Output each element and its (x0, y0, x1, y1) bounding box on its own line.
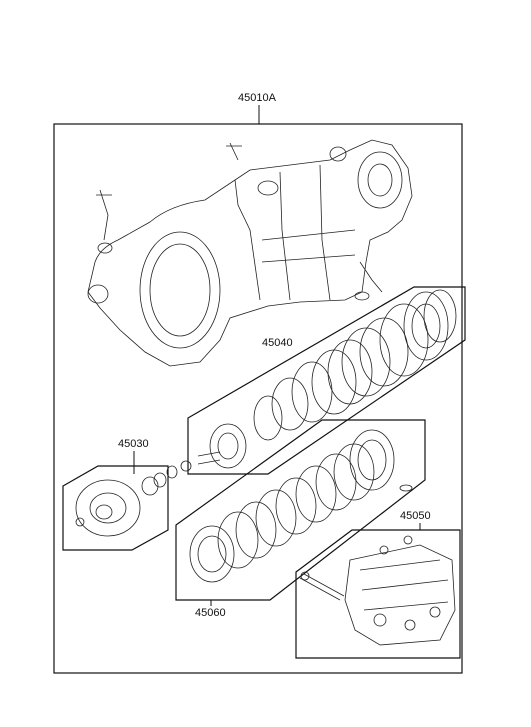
band-assembly-box (175, 419, 426, 601)
valve-body-assembly (299, 535, 456, 646)
assembly-frame (53, 123, 463, 674)
part-label-45050: 45050 (400, 510, 431, 522)
band-clutch-pack (189, 429, 413, 583)
oil-pump-assembly (75, 460, 192, 537)
clutch-assembly-box (187, 286, 466, 475)
part-label-45040: 45040 (262, 337, 293, 349)
part-label-45010a: 45010A (238, 92, 277, 104)
part-label-45060: 45060 (195, 607, 226, 619)
pump-assembly-box (62, 465, 169, 551)
transmission-case (87, 139, 413, 367)
valve-body-box (295, 529, 461, 659)
clutch-assembly (197, 289, 457, 469)
part-label-45030: 45030 (118, 438, 149, 450)
